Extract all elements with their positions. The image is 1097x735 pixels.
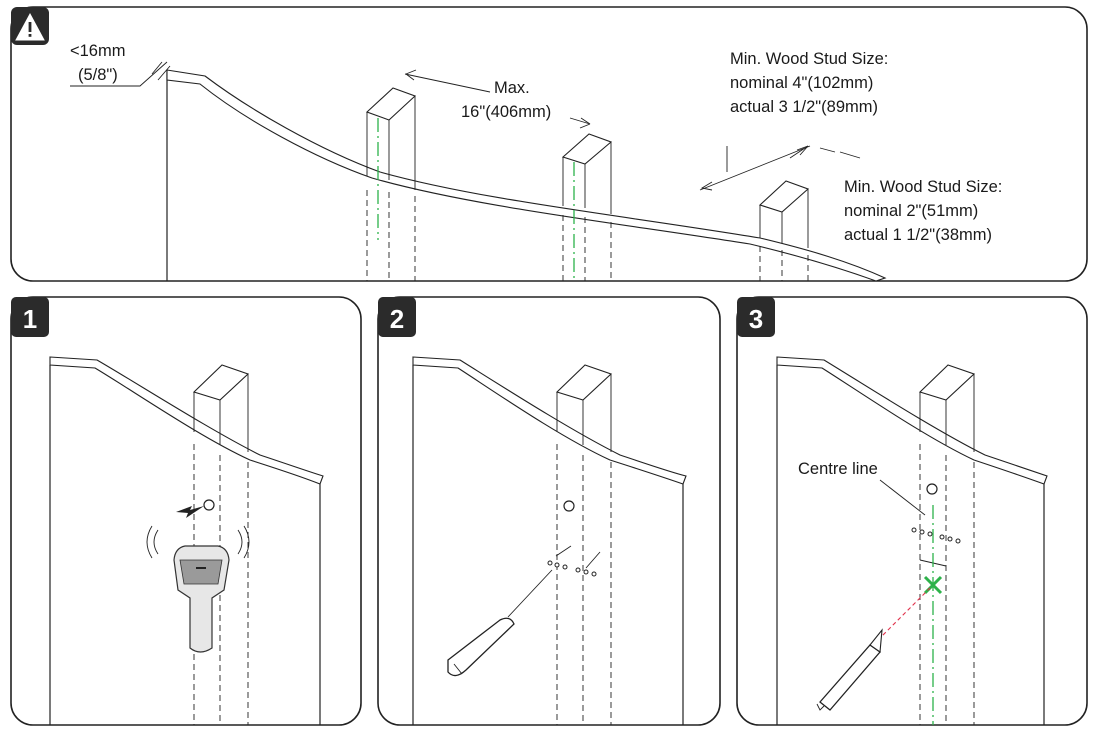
spacing-max-label: Max. — [494, 79, 530, 97]
stud-narrow-nominal: nominal 2"(51mm) — [844, 202, 978, 220]
wood-stud-2 — [561, 133, 613, 281]
wood-stud-1 — [365, 87, 417, 281]
stud-wide-title: Min. Wood Stud Size: — [730, 50, 888, 68]
centre-line-label: Centre line — [798, 460, 878, 478]
stud-width-dimension — [699, 145, 861, 191]
thickness-imperial-label: (5/8") — [78, 66, 118, 84]
wallboard-section — [166, 69, 887, 282]
step-1-number: 1 — [23, 304, 37, 334]
step-1-badge — [11, 297, 49, 337]
marker-hole — [563, 500, 575, 512]
overview-panel: <16mm (5/8") Max. 16"(406mm) Min. Wood S… — [10, 6, 1088, 282]
step-1-panel: 1 — [10, 296, 362, 726]
electric-hazard-icon — [176, 499, 215, 518]
step-3-panel: 3 Centre line — [736, 296, 1088, 726]
step-2-badge — [378, 297, 416, 337]
stud-finder-icon — [146, 525, 250, 653]
wood-stud-3 — [758, 180, 810, 281]
thickness-metric-label: <16mm — [70, 42, 125, 60]
pencil-icon — [816, 628, 883, 711]
spacing-dimension: Max. 16"(406mm) — [404, 69, 591, 129]
stud-narrow-actual: actual 1 1/2"(38mm) — [844, 226, 992, 244]
stud-wide-nominal: nominal 4"(102mm) — [730, 74, 873, 92]
marker-hole — [926, 483, 938, 495]
step-2-number: 2 — [390, 304, 404, 334]
step-3-badge — [737, 297, 775, 337]
overview-frame — [10, 6, 1088, 282]
step-3-number: 3 — [749, 304, 763, 334]
test-holes — [547, 545, 601, 577]
step-2-panel: 2 — [377, 296, 721, 726]
thickness-dimension: <16mm (5/8") — [70, 42, 171, 87]
stud-wide-actual: actual 3 1/2"(89mm) — [730, 98, 878, 116]
awl-icon — [447, 569, 553, 677]
stud-narrow-title: Min. Wood Stud Size: — [844, 178, 1002, 196]
test-holes — [911, 527, 961, 544]
spacing-value-label: 16"(406mm) — [461, 103, 551, 121]
warning-triangle-icon — [11, 7, 49, 45]
